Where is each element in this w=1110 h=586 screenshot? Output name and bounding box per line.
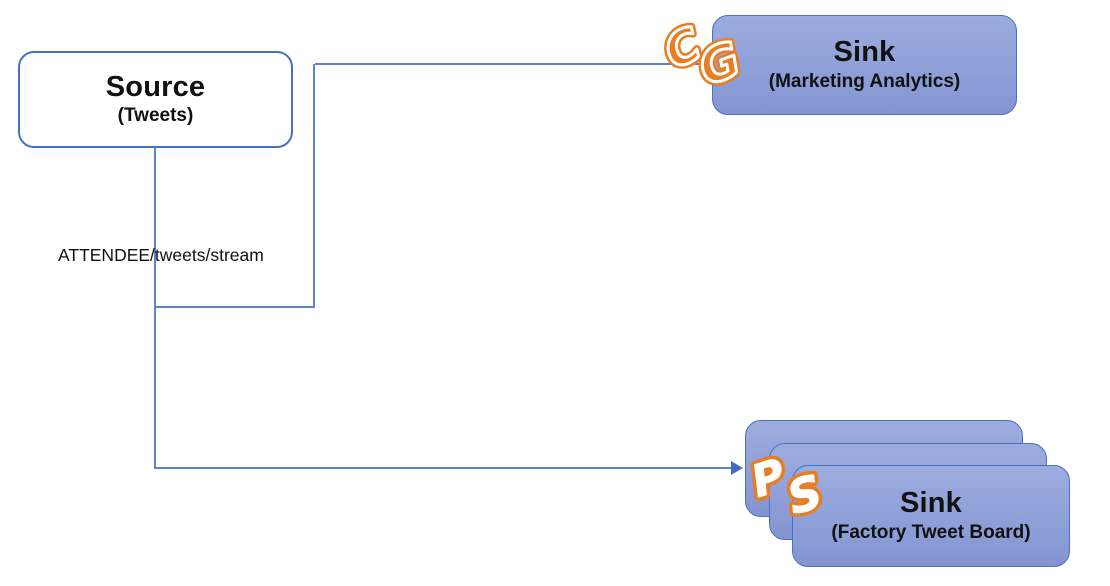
connector-branch-up xyxy=(313,64,315,308)
source-title: Source xyxy=(105,70,206,103)
arrowhead-marketing-sink xyxy=(700,57,712,71)
ps-logo-icon: P P S S xyxy=(741,445,832,529)
edge-label-topic: ATTENDEE/tweets/stream xyxy=(58,245,264,265)
sink-factory-subtitle: (Factory Tweet Board) xyxy=(831,521,1031,543)
source-subtitle: (Tweets) xyxy=(117,105,194,127)
source-node: Source (Tweets) xyxy=(18,51,293,148)
sink-factory-title: Sink xyxy=(899,487,963,520)
sink-marketing-subtitle: (Marketing Analytics) xyxy=(768,70,961,92)
arrowhead-factory-sink xyxy=(731,461,743,475)
svg-text:S: S xyxy=(781,464,828,525)
sink-marketing-node: Sink (Marketing Analytics) xyxy=(712,15,1017,115)
cg-logo-icon: C C G G xyxy=(652,12,752,101)
connector-to-marketing-sink xyxy=(315,63,702,65)
sink-factory-node: Sink (Factory Tweet Board) xyxy=(792,465,1070,567)
connector-source-down xyxy=(154,148,156,468)
sink-marketing-title: Sink xyxy=(833,36,896,69)
connector-branch-horizontal xyxy=(154,306,315,308)
connector-to-factory-sink xyxy=(154,467,733,469)
